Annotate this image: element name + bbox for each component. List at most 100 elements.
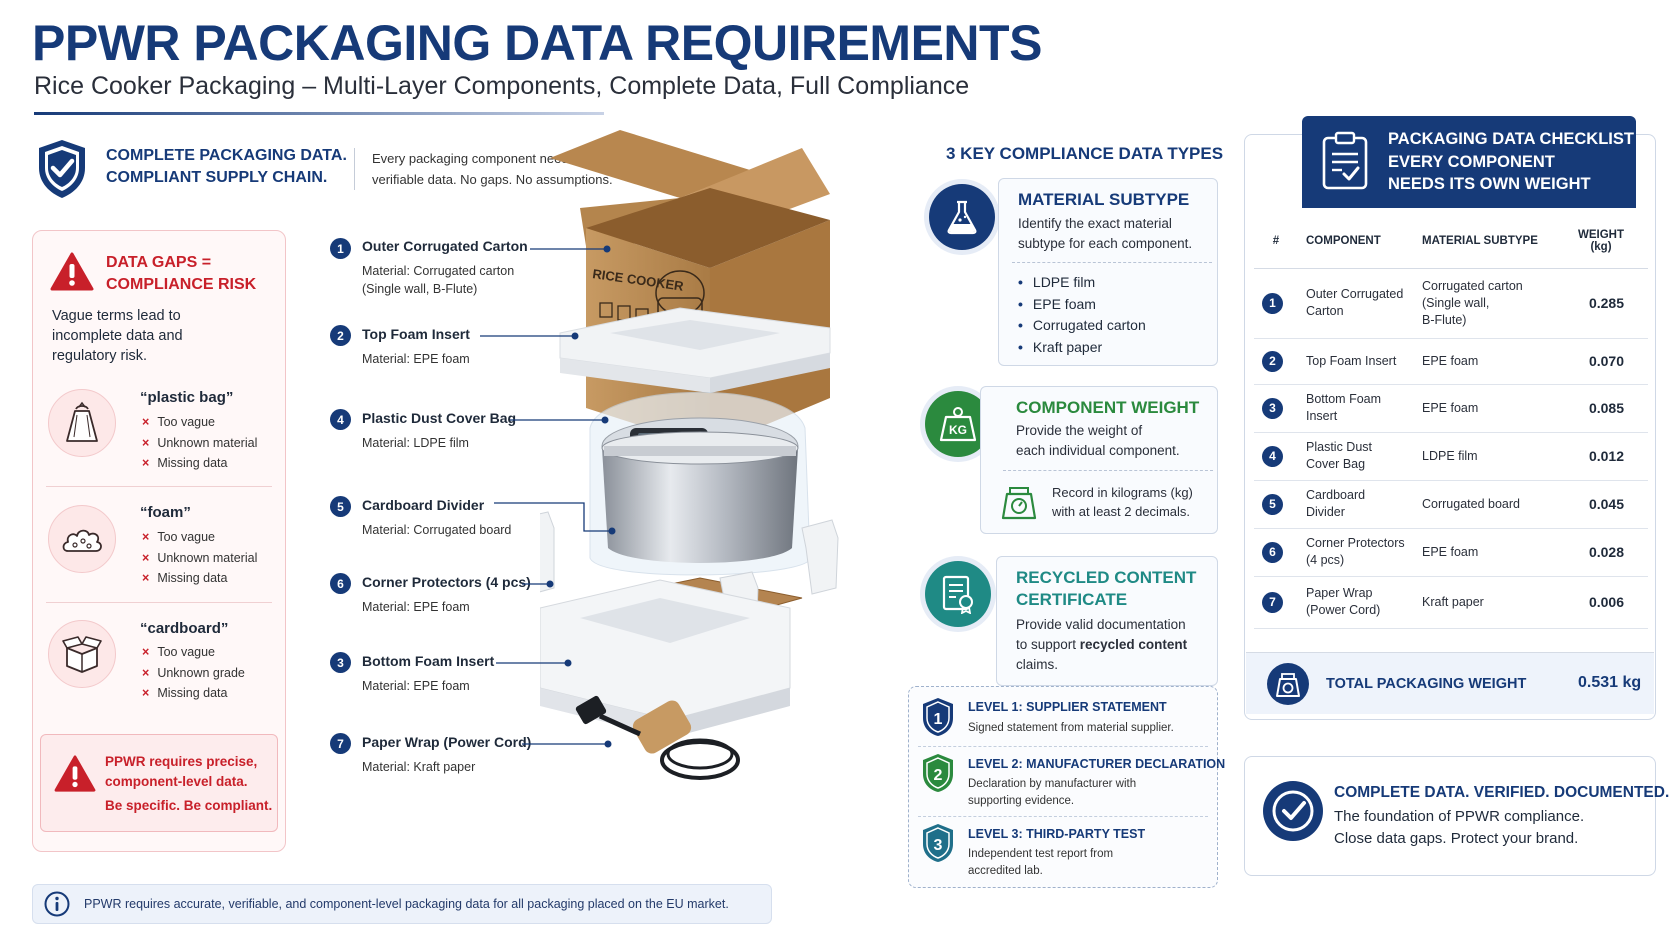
table-header-row: # COMPONENT MATERIAL SUBTYPE WEIGHT (kg)	[1254, 214, 1648, 269]
table-row: 2 Top Foam Insert EPE foam 0.070	[1254, 338, 1648, 385]
component-material: Material: Corrugated carton (Single wall…	[362, 264, 515, 296]
warning-icon	[50, 252, 94, 291]
risk-heading-line: DATA GAPS =	[106, 254, 212, 271]
row-subtype: EPE foam	[1414, 528, 1554, 577]
intro-divider	[354, 148, 355, 190]
row-weight: 0.012	[1554, 432, 1648, 481]
summary-text: The foundation of PPWR compliance. Close…	[1334, 808, 1585, 847]
row-subtype: EPE foam	[1414, 338, 1554, 385]
component-weight-card	[980, 386, 1218, 534]
vague-issue: ×Unknown material	[142, 550, 258, 565]
row-component: Corner Protectors(4 pcs)	[1298, 528, 1414, 577]
checklist-heading: PACKAGING DATA CHECKLIST EVERY COMPONENT…	[1388, 130, 1634, 193]
component-material: Material: Kraft paper	[362, 760, 476, 774]
recycled-content-title: RECYCLED CONTENT CERTIFICATE	[1016, 568, 1197, 609]
component-material: Material: EPE foam	[362, 679, 470, 693]
intro-text-line: verifiable data. No gaps. No assumptions…	[372, 172, 613, 187]
vague-term: “foam”	[140, 504, 191, 521]
vague-term: “cardboard”	[140, 620, 229, 637]
vague-issues: ×Too vague ×Unknown grade ×Missing data	[142, 642, 245, 704]
cooker-in-bag-illustration	[589, 391, 811, 576]
summary-heading: COMPLETE DATA. VERIFIED. DOCUMENTED.	[1334, 784, 1670, 801]
leader-line	[522, 580, 554, 588]
component-weight-title: COMPONENT WEIGHT	[1016, 398, 1200, 417]
component-material: Material: EPE foam	[362, 352, 470, 366]
row-number: 5	[1262, 493, 1283, 515]
row-subtype: LDPE film	[1414, 432, 1554, 481]
flask-icon	[947, 200, 977, 235]
component-name: Bottom Foam Insert	[362, 653, 495, 669]
foam-icon	[62, 529, 102, 552]
row-number: 6	[1262, 541, 1283, 563]
cross-icon: ×	[142, 435, 150, 450]
component-name: Top Foam Insert	[362, 326, 470, 342]
power-cord-illustration	[575, 695, 740, 780]
cross-icon: ×	[142, 550, 150, 565]
divider	[918, 746, 1208, 747]
cross-icon: ×	[142, 530, 150, 544]
table-row: 7 Paper Wrap(Power Cord) Kraft paper 0.0…	[1254, 576, 1648, 629]
column-header: MATERIAL SUBTYPE	[1414, 214, 1554, 269]
material-subtype-title: MATERIAL SUBTYPE	[1018, 190, 1190, 209]
recycled-content-card	[996, 556, 1218, 686]
vague-issue: ×Too vague	[142, 645, 215, 659]
info-icon	[44, 891, 70, 917]
kg-badge: KG	[949, 423, 967, 437]
divider	[1012, 262, 1212, 263]
level-1-shield-icon: 1	[923, 698, 953, 736]
component-number: 1	[330, 238, 351, 259]
leader-line	[480, 332, 579, 340]
title-underline	[34, 112, 604, 115]
column-header: #	[1254, 214, 1298, 269]
compliance-types-heading: 3 KEY COMPLIANCE DATA TYPES	[946, 144, 1224, 163]
bag-icon	[66, 401, 98, 442]
recycled-content-text: Provide valid documentation to support r…	[1016, 617, 1188, 672]
component-number: 2	[330, 325, 351, 346]
vague-term: “plastic bag”	[140, 389, 234, 406]
row-number: 1	[1262, 292, 1283, 314]
component-material: Material: LDPE film	[362, 436, 469, 450]
page-subtitle: Rice Cooker Packaging – Multi-Layer Comp…	[34, 72, 970, 100]
vague-term-icon-circle	[48, 505, 116, 573]
divider	[46, 486, 272, 487]
vague-issue: ×Missing data	[142, 686, 228, 700]
subtype-example: LDPE film	[1018, 272, 1146, 294]
row-subtype: Corrugated board	[1414, 480, 1554, 529]
warning-icon	[54, 755, 96, 792]
risk-heading-line: COMPLIANCE RISK	[106, 276, 257, 293]
component-number: 5	[330, 496, 351, 517]
row-number: 3	[1262, 397, 1283, 419]
type-icon-circle	[925, 561, 991, 627]
row-weight: 0.006	[1554, 576, 1648, 629]
leader-line	[530, 245, 611, 253]
component-number: 7	[330, 733, 351, 754]
component-name: Cardboard Divider	[362, 497, 485, 513]
vague-issue: ×Unknown grade	[142, 665, 245, 680]
box-icon	[62, 636, 102, 673]
vague-issue: ×Too vague	[142, 530, 215, 544]
vague-issue: ×Unknown material	[142, 435, 258, 450]
row-number: 4	[1262, 445, 1283, 467]
level-text: Declaration by manufacturer with support…	[968, 778, 1137, 807]
row-subtype: Corrugated carton(Single wall,B-Flute)	[1414, 268, 1554, 339]
leader-line	[510, 416, 609, 424]
risk-intro: Vague terms lead to incomplete data and …	[52, 306, 252, 366]
checklist-table: # COMPONENT MATERIAL SUBTYPE WEIGHT (kg)…	[1254, 214, 1648, 629]
row-subtype: Kraft paper	[1414, 576, 1554, 629]
cross-icon: ×	[142, 571, 150, 585]
vague-issue: ×Missing data	[142, 456, 228, 470]
component-name: Plastic Dust Cover Bag	[362, 410, 517, 426]
vague-issue: ×Missing data	[142, 571, 228, 585]
clipboard-check-icon	[1322, 131, 1368, 190]
level-3-shield-icon: 3	[923, 824, 953, 862]
vague-term-icon-circle	[48, 620, 116, 688]
cross-icon: ×	[142, 645, 150, 659]
component-number: 4	[330, 409, 351, 430]
level-text: Signed statement from material supplier.	[968, 722, 1174, 734]
